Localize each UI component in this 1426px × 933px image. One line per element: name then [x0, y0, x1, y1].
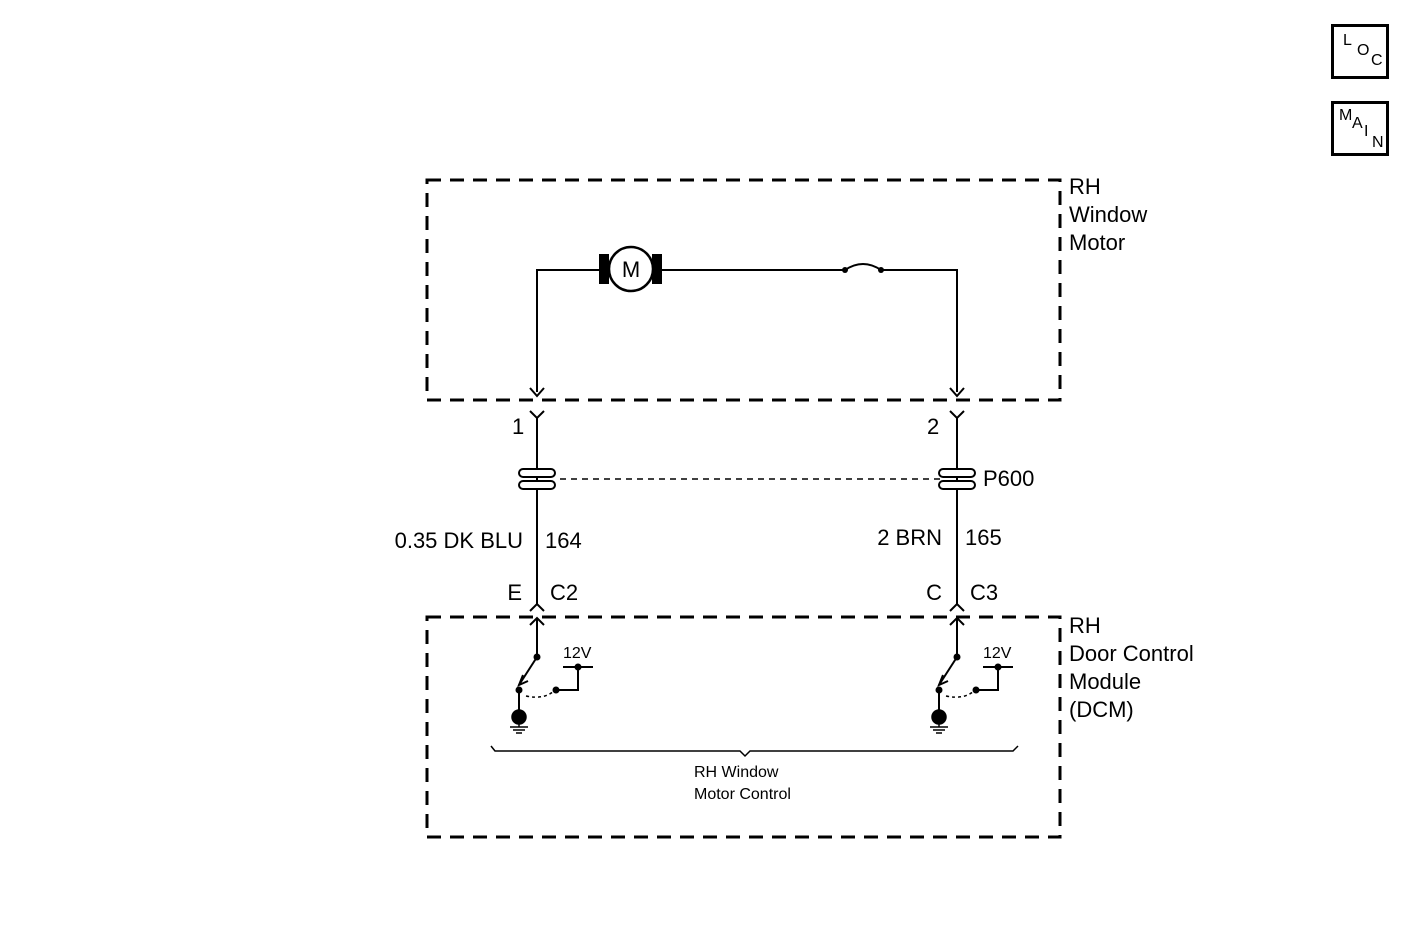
switch-left-contact — [515, 686, 523, 694]
dcm-connector-c2-label: C2 — [550, 580, 578, 605]
main-letter-n: N — [1372, 134, 1384, 151]
switch-right-contact — [935, 686, 943, 694]
motor-pin-1-label: 1 — [512, 414, 524, 439]
motor-component-box — [425, 178, 1062, 402]
connector-p600-label: P600 — [983, 466, 1034, 491]
switch-right-12v-node — [994, 663, 1002, 671]
loc-letter-o: O — [1357, 42, 1370, 59]
motor-title-line2: Window — [1069, 202, 1147, 227]
motor-internal-wiring — [536, 263, 958, 392]
dcm-component-box — [425, 615, 1062, 839]
dcm-title-line4: (DCM) — [1069, 697, 1134, 722]
circuit-breaker-terminal-left — [842, 267, 848, 273]
switch-left-icon — [517, 618, 593, 714]
motor-title-line1: RH — [1069, 174, 1101, 199]
dcm-pin-e-label: E — [507, 580, 522, 605]
main-button[interactable]: M A I N — [1331, 101, 1389, 156]
switch-left-pivot — [533, 653, 541, 661]
ground-left-icon — [510, 709, 528, 734]
loc-letter-l: L — [1343, 32, 1352, 49]
dcm-connector-c3-label: C3 — [970, 580, 998, 605]
wire-164-circuit-label: 164 — [545, 528, 582, 553]
motor-title-line3: Motor — [1069, 230, 1125, 255]
motor-control-label-line1: RH Window — [694, 764, 779, 781]
main-letter-i: I — [1364, 123, 1369, 140]
wire-165-circuit-label: 165 — [965, 525, 1002, 550]
motor-pin-2-label: 2 — [927, 414, 939, 439]
wire-164-color-label: 0.35 DK BLU — [395, 528, 523, 553]
motor-control-label-line2: Motor Control — [694, 786, 791, 803]
dcm-title-line1: RH — [1069, 613, 1101, 638]
switch-left-coil-node — [552, 686, 560, 694]
dcm-title-line2: Door Control — [1069, 641, 1194, 666]
dcm-pin-arrows — [529, 602, 965, 626]
motor-pin-arrows — [529, 387, 965, 420]
switch-right-pivot — [953, 653, 961, 661]
dcm-title-line3: Module — [1069, 669, 1141, 694]
switch-right-coil-node — [972, 686, 980, 694]
dcm-pin-c-label: C — [926, 580, 942, 605]
main-letter-m: M — [1339, 107, 1353, 124]
connector-p600-left-icon — [518, 468, 556, 490]
motor-symbol-label: M — [622, 257, 640, 282]
ground-right-icon — [930, 709, 948, 734]
connector-p600-right-icon — [938, 468, 976, 490]
main-letter-a: A — [1352, 115, 1363, 132]
switch-right-voltage-label: 12V — [983, 645, 1012, 662]
motor-control-bracket — [490, 745, 1019, 758]
switch-left-voltage-label: 12V — [563, 645, 592, 662]
circuit-breaker-terminal-right — [878, 267, 884, 273]
wire-165-color-label: 2 BRN — [877, 525, 942, 550]
motor-icon: M — [599, 245, 662, 293]
switch-left-12v-node — [574, 663, 582, 671]
circuit-wires — [536, 418, 958, 604]
switch-right-icon — [937, 618, 1013, 714]
loc-button[interactable]: L O C — [1331, 24, 1389, 79]
loc-letter-c: C — [1371, 52, 1383, 69]
